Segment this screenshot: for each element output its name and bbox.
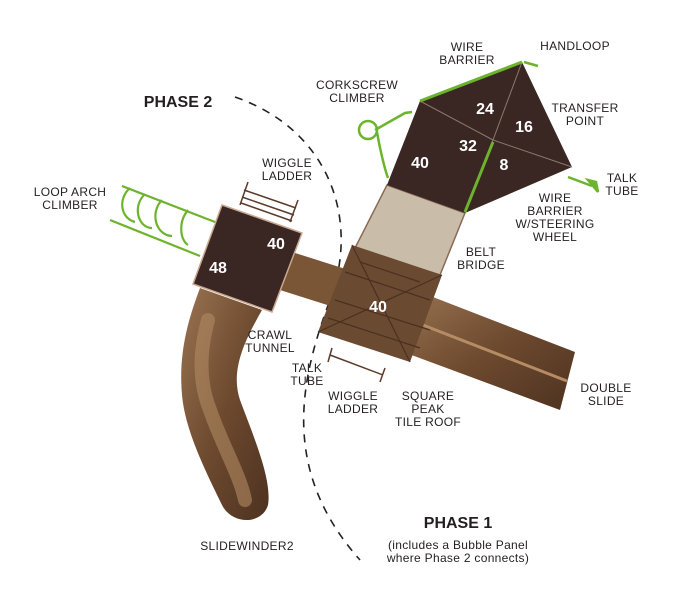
label-double-slide: DOUBLE SLIDE [580,381,632,408]
roof-ridges [317,244,443,363]
label-belt-bridge: BELT BRIDGE [457,245,505,272]
label-square-peak-tile-roof: SQUARE PEAK TILE ROOF [394,389,462,429]
double-slide-divider [409,318,568,383]
deck-height-16: 16 [515,119,533,136]
wiggle-ladder-top [239,181,299,223]
deck-height-40-left: 40 [267,236,285,253]
slidewinder-channel [194,313,252,507]
deck-height-40-roof: 40 [369,299,387,316]
label-talk-tube-right: TALK TUBE [605,171,639,198]
slidewinder-slide [181,288,269,520]
phase-1-title: PHASE 1 [423,515,493,532]
wire-barrier-steering [463,141,495,213]
phase-1-note: (includes a Bubble Panel where Phase 2 c… [386,538,530,565]
corkscrew-climber [374,110,413,179]
label-talk-tube-left: TALK TUBE [290,361,324,388]
label-slidewinder: SLIDEWINDER2 [200,539,294,553]
deck-height-40-top: 40 [411,155,429,172]
wiggle-ladder-bottom [327,347,386,383]
label-crawl-tunnel: CRAWL TUNNEL [245,328,295,355]
top-deck-roof [387,62,572,213]
label-corkscrew-climber: CORKSCREW CLIMBER [315,78,399,105]
wire-barrier-top [419,60,523,103]
handloop [523,60,539,68]
phase-2-title: PHASE 2 [143,94,213,111]
deck-height-24: 24 [476,101,494,118]
deck-height-48: 48 [209,260,227,277]
talk-tube-right [567,175,600,193]
label-wiggle-ladder-top: WIGGLE LADDER [261,156,313,183]
loop-arch-climber [109,184,216,258]
label-wire-barrier-steering: WIRE BARRIER W/STEERING WHEEL [515,191,595,244]
label-handloop: HANDLOOP [540,39,610,53]
label-wiggle-ladder-bottom: WIGGLE LADDER [327,389,379,416]
left-deck [192,204,303,313]
label-wire-barrier: WIRE BARRIER [439,40,495,67]
deck-height-8: 8 [499,157,509,174]
label-transfer-point: TRANSFER POINT [551,101,619,128]
label-loop-arch-climber: LOOP ARCH CLIMBER [33,185,107,212]
corkscrew-ring [357,119,379,141]
deck-height-32: 32 [459,138,477,155]
